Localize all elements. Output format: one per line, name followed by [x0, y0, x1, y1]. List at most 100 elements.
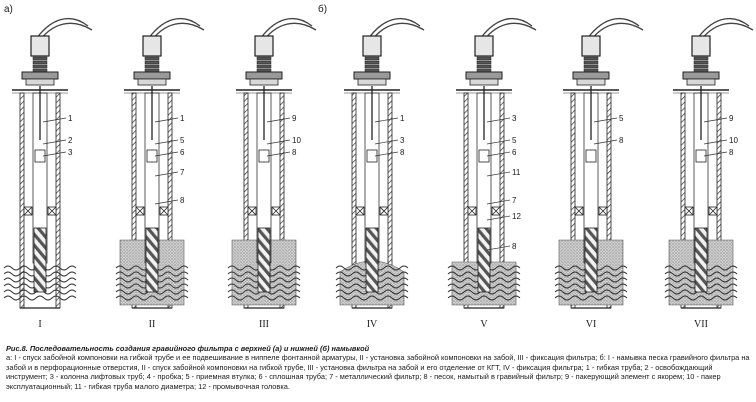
metal-screen-filter: [257, 227, 271, 293]
callout-leader: [154, 117, 179, 123]
packer-element: [708, 206, 718, 216]
wellhead-unit: [474, 35, 494, 57]
stage-numeral: I: [38, 319, 41, 330]
callout-leader: [266, 117, 291, 123]
spring-coil: [144, 60, 160, 65]
callout-leader: [42, 117, 67, 123]
callout-leader: [486, 245, 511, 251]
metal-screen-filter: [365, 227, 379, 293]
perforation-zone: [335, 295, 409, 301]
packer-element: [491, 206, 501, 216]
spring-coil: [693, 64, 709, 69]
spring-coil: [32, 60, 48, 65]
callout-leader: [42, 139, 67, 145]
callout-leader: [486, 117, 511, 123]
wellhead-base: [25, 78, 55, 86]
wellhead-base: [576, 78, 606, 86]
packer-element: [135, 206, 145, 216]
wellhead-flange: [245, 71, 283, 80]
caption-title: Рис.8. Последовательность создания грави…: [6, 344, 370, 353]
part-number-label: 8: [292, 148, 297, 157]
stage-numeral: III: [259, 319, 269, 330]
wellhead-flange: [465, 71, 503, 80]
wellhead-base: [686, 78, 716, 86]
callout-leader: [486, 139, 511, 145]
callout-leader: [154, 171, 179, 177]
spring-coil: [476, 64, 492, 69]
part-number-label: 10: [292, 136, 301, 145]
callout-leader: [593, 139, 618, 145]
spring-coil: [693, 60, 709, 65]
callout-leader: [154, 199, 179, 205]
wellhead-flange: [572, 71, 610, 80]
stage-numeral: II: [149, 319, 156, 330]
spring-coil: [583, 60, 599, 65]
wellhead-flange: [133, 71, 171, 80]
casing-wall: [55, 92, 61, 309]
callout-leader: [703, 139, 728, 145]
part-number-label: 12: [512, 212, 521, 221]
part-number-label: 5: [512, 136, 517, 145]
callout-leader: [266, 139, 291, 145]
spring-coil: [364, 64, 380, 69]
part-number-label: 1: [68, 114, 73, 123]
callout-leader: [154, 151, 179, 157]
packer-element: [159, 206, 169, 216]
wellhead-unit: [254, 35, 274, 57]
part-number-label: 9: [729, 114, 734, 123]
packer-element: [379, 206, 389, 216]
metal-screen-filter: [33, 227, 47, 293]
wellhead-base: [357, 78, 387, 86]
spring-coil: [583, 56, 599, 61]
callout-leader: [486, 171, 511, 177]
part-number-label: 6: [180, 148, 185, 157]
metal-screen-filter: [694, 227, 708, 293]
spring-coil: [144, 64, 160, 69]
wellhead-unit: [581, 35, 601, 57]
callout-leader: [42, 151, 67, 157]
part-number-label: 11: [512, 168, 521, 177]
spring-coil: [364, 60, 380, 65]
wellhead-flange: [682, 71, 720, 80]
part-number-label: 5: [619, 114, 624, 123]
wellhead-flange: [353, 71, 391, 80]
spring-coil: [256, 60, 272, 65]
part-number-label: 7: [180, 168, 185, 177]
callout-leader: [266, 151, 291, 157]
spring-coil: [693, 56, 709, 61]
metal-screen-filter: [477, 227, 491, 293]
part-number-label: 3: [400, 136, 405, 145]
part-number-label: 7: [512, 196, 517, 205]
group-label-b: б): [318, 3, 327, 15]
part-number-label: 3: [68, 148, 73, 157]
part-number-label: 8: [400, 148, 405, 157]
part-number-label: 10: [729, 136, 738, 145]
spring-coil: [32, 56, 48, 61]
part-number-label: 1: [400, 114, 405, 123]
packer-element: [574, 206, 584, 216]
spring-coil: [256, 56, 272, 61]
perforation-zone: [664, 295, 738, 301]
part-number-label: 8: [180, 196, 185, 205]
wellhead-unit: [30, 35, 50, 57]
part-number-label: 6: [512, 148, 517, 157]
callout-leader: [154, 139, 179, 145]
part-number-label: 1: [180, 114, 185, 123]
wellhead-base: [249, 78, 279, 86]
spring-coil: [476, 60, 492, 65]
packer-element: [355, 206, 365, 216]
part-number-label: 8: [512, 242, 517, 251]
callout-leader: [374, 139, 399, 145]
packer-element: [467, 206, 477, 216]
perforation-zone: [554, 295, 628, 301]
metal-screen-filter: [584, 227, 598, 293]
stage-numeral: V: [480, 319, 488, 330]
perforation-zone: [447, 295, 521, 301]
perforation-zone: [3, 295, 77, 301]
caption-body: а: I - спуск забойной компоновки на гибк…: [6, 353, 750, 391]
callout-leader: [486, 215, 511, 221]
